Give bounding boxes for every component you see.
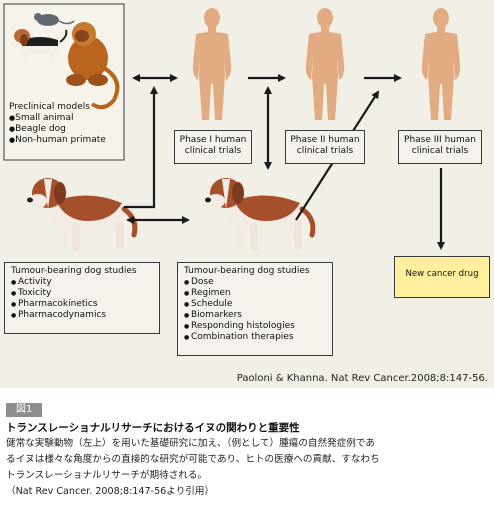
phase-3-line1: Phase III human xyxy=(404,135,476,145)
phase-2-line2: clinical trials xyxy=(296,146,354,156)
phase-1-box: Phase I human clinical trials xyxy=(174,130,252,164)
list-item: Schedule xyxy=(184,299,332,310)
human-figure-phase1 xyxy=(192,8,232,120)
caption-title: トランスレーショナルリサーチにおけるイヌの関わりと重要性 xyxy=(6,422,300,434)
phase-3-box: Phase III human clinical trials xyxy=(398,130,482,164)
human-figure-phase2 xyxy=(305,8,345,120)
list-item: Combination therapies xyxy=(184,332,332,343)
list-item: Pharmacokinetics xyxy=(11,299,159,310)
phase-3-line2: clinical trials xyxy=(411,146,469,156)
phase-1-line2: clinical trials xyxy=(184,146,242,156)
citation: Paoloni & Khanna. Nat Rev Cancer.2008;8:… xyxy=(236,373,488,384)
list-item: Pharmacodynamics xyxy=(11,310,159,321)
list-item: Biomarkers xyxy=(184,310,332,321)
arrow-dog1-phase1 xyxy=(124,86,158,209)
caption-line: （Nat Rev Cancer. 2008;8:147-56より引用） xyxy=(6,486,215,497)
dog-studies-1-list: Activity Toxicity Pharmacokinetics Pharm… xyxy=(11,277,159,321)
caption-line: るイヌは様々な角度からの直接的な研究が可能であり、ヒトの医療への貢献、すなわち xyxy=(6,454,380,465)
diagram-artwork xyxy=(3,3,461,388)
caption-line: 健常な実験動物（左上）を用いた基礎研究に加え、（例として）腫瘍の自然発症例であ xyxy=(6,438,375,449)
new-cancer-drug-box: New cancer drug xyxy=(394,256,490,298)
preclinical-item: ●Small animal xyxy=(9,113,74,123)
translational-research-diagram: Preclinical models ●Small animal ●Beagle… xyxy=(0,0,494,388)
list-item: Responding histologies xyxy=(184,321,332,332)
dog-studies-box-2: Tumour-bearing dog studies Dose Regimen … xyxy=(177,262,333,356)
list-item: Toxicity xyxy=(11,288,159,299)
figure-badge: 図1 xyxy=(6,403,43,417)
list-item: Regimen xyxy=(184,288,332,299)
phase-2-line1: Phase II human xyxy=(290,135,360,145)
preclinical-title: Preclinical models xyxy=(9,102,90,112)
new-cancer-drug-label: New cancer drug xyxy=(405,269,479,279)
preclinical-item: ●Beagle dog xyxy=(9,124,66,134)
dog-studies-2-list: Dose Regimen Schedule Biomarkers Respond… xyxy=(184,277,332,343)
list-item: Dose xyxy=(184,277,332,288)
beagle-icon xyxy=(14,29,68,64)
saint-bernard-dog-1 xyxy=(27,178,135,251)
monkey-icon xyxy=(66,22,120,110)
human-figure-phase3 xyxy=(421,8,461,120)
phase-2-box: Phase II human clinical trials xyxy=(285,130,365,164)
preclinical-item: ●Non-human primate xyxy=(9,135,106,145)
phase-1-line1: Phase I human xyxy=(179,135,247,145)
caption-body: 健常な実験動物（左上）を用いた基礎研究に加え、（例として）腫瘍の自然発症例であ … xyxy=(6,436,490,500)
saint-bernard-dog-2 xyxy=(205,178,313,251)
preclinical-models-text: Preclinical models ●Small animal ●Beagle… xyxy=(9,102,106,146)
dog-studies-box-1: Tumour-bearing dog studies Activity Toxi… xyxy=(4,262,160,334)
dog-studies-1-title: Tumour-bearing dog studies xyxy=(11,266,137,276)
rat-icon xyxy=(34,13,75,26)
figure-caption: 図1 トランスレーショナルリサーチにおけるイヌの関わりと重要性 健常な実験動物（… xyxy=(6,397,490,500)
dog-studies-2-title: Tumour-bearing dog studies xyxy=(184,266,310,276)
list-item: Activity xyxy=(11,277,159,288)
caption-line: トランスレーショナルリサーチが期待される。 xyxy=(6,470,208,481)
